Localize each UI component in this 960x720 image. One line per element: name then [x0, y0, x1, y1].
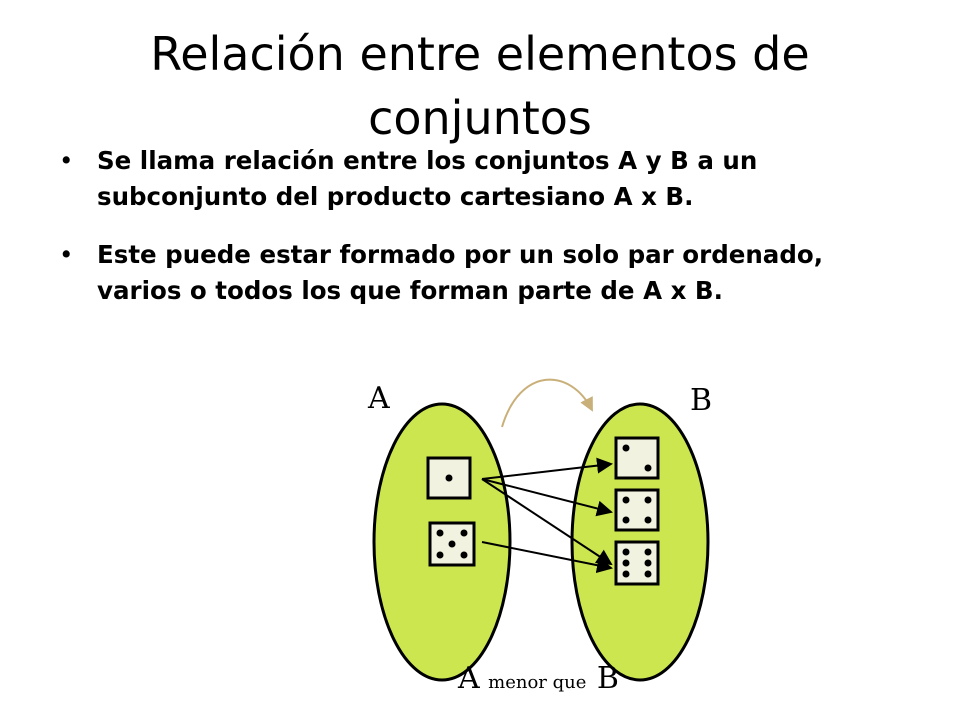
bullet-item: • Este puede estar formado por un solo p… [55, 237, 905, 309]
bullet-marker: • [59, 146, 74, 175]
caption-b: B [597, 661, 619, 696]
set-b-label: B [690, 383, 712, 418]
slide-title: Relación entre elementos de conjuntos [150, 27, 810, 146]
arrow-5-to-6 [481, 541, 613, 574]
die-two [614, 436, 660, 480]
arrow-1-to-2 [481, 457, 613, 480]
arrow-1-to-4 [481, 478, 613, 517]
caption-middle: menor que [488, 672, 586, 693]
bullet-item: • Se llama relación entre los conjuntos … [55, 143, 905, 215]
diagram-caption: A menor que B [457, 661, 619, 696]
die-one [426, 456, 472, 500]
die-four [614, 488, 660, 532]
die-five [428, 521, 476, 567]
relation-diagram: A B [360, 372, 730, 697]
relation-arc [501, 378, 593, 428]
bullet-list: • Se llama relación entre los conjuntos … [55, 143, 905, 331]
bullet-marker: • [59, 240, 74, 269]
die-six [614, 540, 660, 586]
arrow-1-to-6 [481, 478, 613, 566]
bullet-text: Se llama relación entre los conjuntos A … [97, 146, 758, 211]
set-a-label: A [367, 381, 390, 416]
caption-a: A [457, 661, 480, 696]
bullet-text: Este puede estar formado por un solo par… [97, 240, 824, 305]
